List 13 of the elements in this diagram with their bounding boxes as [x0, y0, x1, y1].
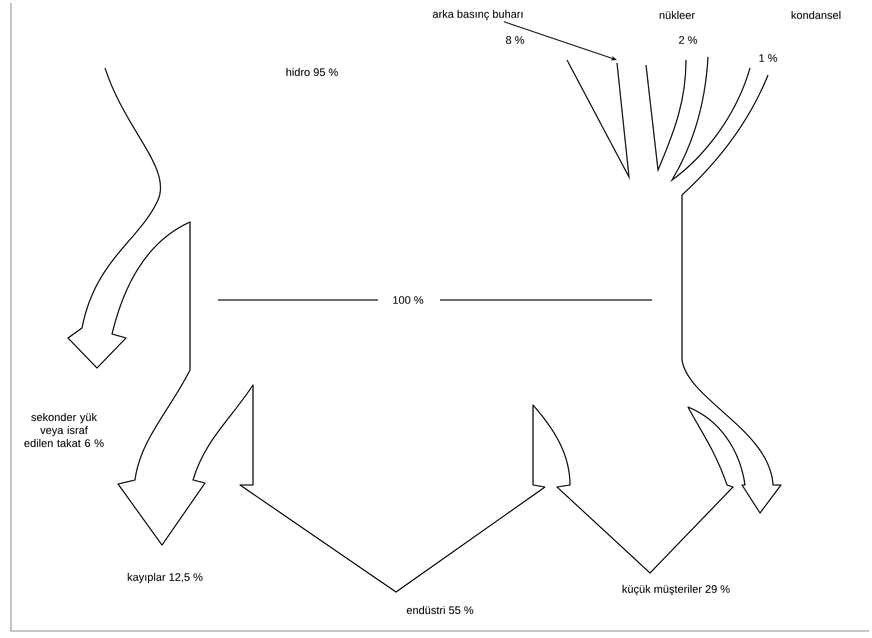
label-text: 1 %: [758, 53, 778, 63]
label-text: arka basınç buharı: [432, 10, 522, 20]
stream-band: [566, 60, 630, 180]
label-text: sekonder yük veya israf edilen takat 6 %: [21, 412, 107, 448]
label-text: endüstri 55 %: [405, 604, 475, 616]
label-text: kondansel: [790, 10, 842, 20]
label-text: kayıplar 12,5 %: [126, 572, 204, 584]
label-text: 100 %: [391, 295, 425, 305]
label-text: 2 %: [678, 35, 698, 45]
label-text: 8 %: [504, 35, 526, 45]
label-text: nükleer: [658, 10, 696, 20]
label-text: hidro 95 %: [284, 66, 340, 78]
label-text: küçük müşteriler 29 %: [620, 584, 732, 596]
